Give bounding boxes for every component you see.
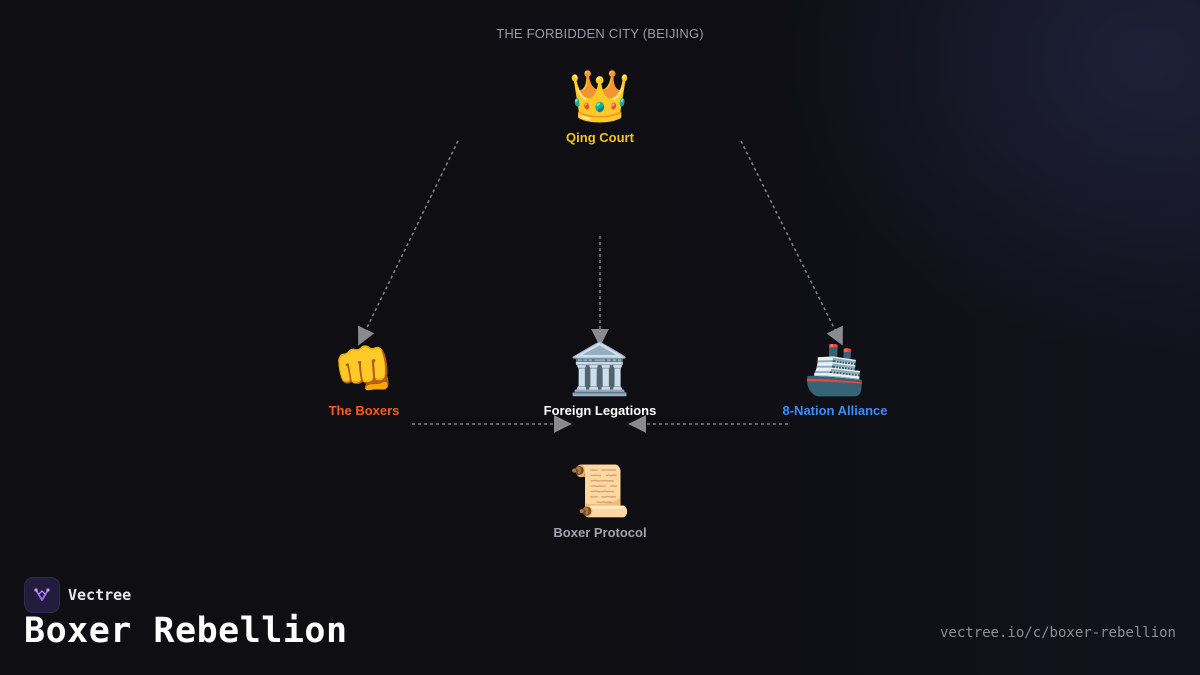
context-title: THE FORBIDDEN CITY (BEIJING) — [496, 26, 704, 41]
scroll-icon: 📜 — [568, 462, 632, 520]
vectree-logo-icon — [24, 577, 60, 613]
ship-icon: 🚢 — [803, 340, 867, 398]
fist-icon: 👊 — [332, 340, 396, 398]
node-8-nation-alliance[interactable]: 🚢 8-Nation Alliance — [725, 341, 945, 418]
node-the-boxers[interactable]: 👊 The Boxers — [254, 341, 474, 418]
edge-court-boxers — [358, 140, 459, 346]
source-url[interactable]: vectree.io/c/boxer-rebellion — [939, 625, 1176, 641]
node-label: The Boxers — [328, 403, 400, 418]
brand[interactable]: Vectree — [24, 577, 131, 613]
building-icon: 🏛️ — [568, 340, 632, 398]
edge-court-alliance — [740, 140, 843, 346]
node-label: Qing Court — [566, 130, 634, 145]
node-label: Boxer Protocol — [553, 525, 647, 540]
brand-name: Vectree — [68, 586, 132, 604]
node-boxer-protocol[interactable]: 📜 Boxer Protocol — [490, 463, 710, 540]
node-label: Foreign Legations — [543, 403, 657, 418]
node-foreign-legations[interactable]: 🏛️ Foreign Legations — [490, 341, 710, 418]
node-qing-court[interactable]: 👑 Qing Court — [490, 68, 710, 145]
page-title: Boxer Rebellion — [24, 611, 348, 651]
node-label: 8-Nation Alliance — [782, 403, 888, 418]
crown-icon: 👑 — [568, 67, 632, 125]
